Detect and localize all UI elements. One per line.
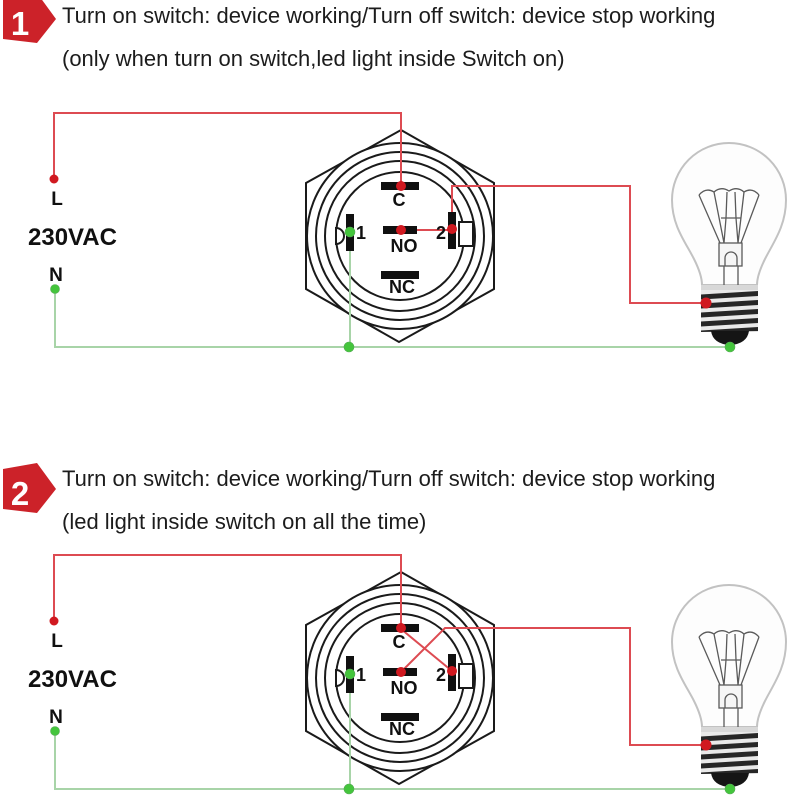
junction-dots [49, 174, 736, 353]
bulb-stem [718, 684, 743, 709]
step-2-badge: 2 [3, 463, 56, 513]
terminal-nc-label: NC [389, 719, 415, 739]
junction-dots [49, 616, 736, 795]
bulb-stem-arch [723, 251, 739, 285]
terminal-1-label: 1 [356, 665, 366, 685]
bulb-filament-crown [698, 630, 760, 638]
voltage-label: 230VAC [28, 224, 117, 251]
wiring [53, 554, 730, 790]
terminal-nc-bar [381, 271, 419, 279]
switch-locator-tab [458, 221, 474, 247]
push-button-switch [305, 128, 495, 344]
jumper-common-to-led2 [400, 628, 453, 672]
led2-dot [447, 666, 457, 676]
live-terminal-dot [49, 616, 59, 626]
step-2-badge-shape [3, 463, 56, 513]
bulb-neutral-dot [724, 783, 736, 795]
live-wire-to-bulb [451, 185, 706, 304]
step-1-number: 1 [11, 5, 29, 42]
bulb-live-dot [700, 297, 712, 309]
bulb-stem-arch [723, 693, 739, 727]
led2-dot [447, 224, 457, 234]
light-bulb [670, 584, 788, 787]
common-dot [396, 181, 406, 191]
step-2-title: Turn on switch: device working/Turn off … [62, 466, 716, 491]
switch-locator-tab [458, 663, 474, 689]
neutral-wire [54, 289, 730, 348]
live-wire-to-common [53, 554, 402, 628]
no-dot [396, 225, 406, 235]
light-bulb [670, 142, 788, 345]
neutral-label: N [49, 707, 63, 728]
terminal-nc-bar [381, 713, 419, 721]
bulb-screw-threads [701, 291, 758, 332]
voltage-label: 230VAC [28, 666, 117, 693]
led1-dot [344, 668, 356, 680]
terminal-2-label: 2 [436, 223, 446, 243]
bulb-live-dot [700, 739, 712, 751]
neutral-terminal-dot [50, 726, 60, 736]
switch-keyway-notch [335, 668, 345, 688]
switch-keyway-notch [335, 226, 345, 246]
live-terminal-dot [49, 174, 59, 184]
bulb-filament-wires [698, 191, 760, 244]
neutral-wire [54, 731, 730, 790]
step-1-badge: 1 [3, 0, 56, 43]
terminal-no-label: NO [391, 236, 418, 256]
bulb-base-collar [701, 727, 758, 732]
step-2-subtitle: (led light inside switch on all the time… [62, 509, 427, 534]
terminal-nc-label: NC [389, 277, 415, 297]
common-dot [396, 623, 406, 633]
no-dot [396, 667, 406, 677]
bulb-glass [670, 142, 788, 286]
line-label: L [51, 631, 63, 652]
wiring-diagram-1: L 230VAC N C NO NC 1 2 [28, 112, 788, 353]
bulb-filament-wires [698, 633, 760, 686]
bulb-neutral-dot [724, 341, 736, 353]
terminal-2-label: 2 [436, 665, 446, 685]
wiring-diagram-2: L 230VAC N C NO NC 1 2 [28, 554, 788, 795]
live-wire-to-common [53, 112, 402, 186]
neutral-junction-dot [343, 783, 355, 795]
bulb-base-collar [701, 285, 758, 290]
terminal-1-label: 1 [356, 223, 366, 243]
terminal-c-label: C [393, 190, 406, 210]
neutral-label: N [49, 265, 63, 286]
step-1-badge-shape [3, 0, 56, 43]
step-2-number: 2 [11, 475, 29, 512]
terminal-no-label: NO [391, 678, 418, 698]
bulb-contact-tip [711, 331, 749, 345]
step-1-title: Turn on switch: device working/Turn off … [62, 3, 716, 28]
line-label: L [51, 189, 63, 210]
neutral-terminal-dot [50, 284, 60, 294]
push-button-switch [305, 570, 495, 786]
neutral-junction-dot [343, 341, 355, 353]
bulb-screw-threads [701, 733, 758, 774]
bulb-stem [718, 242, 743, 267]
live-wire-no-to-bulb [400, 627, 706, 746]
bulb-contact-tip [711, 773, 749, 787]
bulb-filament-crown [698, 188, 760, 196]
diagram-labels: L 230VAC N C NO NC 1 2 [28, 189, 446, 297]
diagram-labels: L 230VAC N C NO NC 1 2 [28, 631, 446, 739]
bulb-glass [670, 584, 788, 728]
terminal-c-label: C [393, 632, 406, 652]
step-1-subtitle: (only when turn on switch,led light insi… [62, 46, 565, 71]
led1-dot [344, 226, 356, 238]
